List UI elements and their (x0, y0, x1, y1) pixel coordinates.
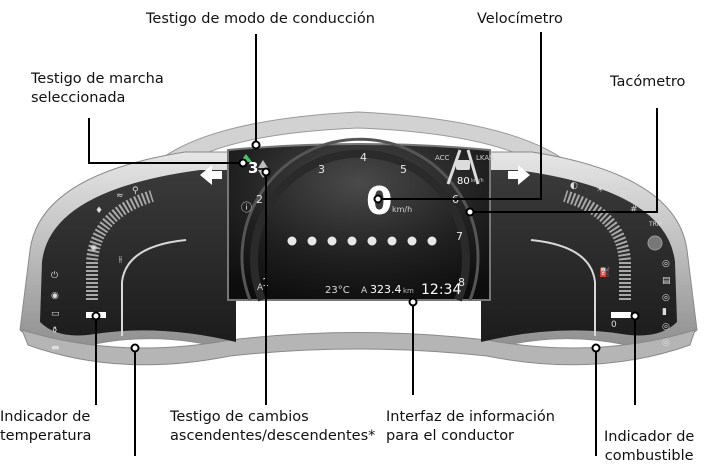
traction-off-icon: ♦ (95, 206, 103, 216)
temp-gauge-bar (86, 190, 154, 300)
fuel-needle (611, 312, 631, 318)
gear-indicator: 3 (248, 159, 258, 177)
tach-tick-2: 2 (256, 193, 263, 206)
label-speedometer: Velocímetro (477, 11, 563, 27)
speed-unit: km/h (392, 205, 412, 214)
fuel-icon: ⛽ (599, 266, 610, 278)
label-temperature: Indicador de temperatura (0, 408, 91, 446)
callout-gear (88, 118, 243, 164)
ring-icon-2: ◎ (662, 338, 670, 348)
label-temp-line2: temperatura (0, 428, 92, 444)
indicator-dot-row (287, 236, 437, 246)
tach-tick-3: 3 (318, 163, 325, 176)
label-fuel-line2: combustible (604, 448, 694, 464)
callout-dot-drive-mode (251, 140, 261, 150)
power-icon: ⏻ (51, 270, 58, 281)
callout-tachometer (470, 108, 658, 213)
skid-icon: ≈ (116, 191, 124, 201)
label-tachometer: Tacómetro (610, 74, 686, 90)
callout-dot-info (408, 297, 418, 307)
trip-unit: km (403, 287, 414, 295)
trip-knob-icon (647, 235, 663, 251)
seatbelt-icon: ⚲ (132, 186, 139, 196)
parking-light-icon: ☀ (596, 185, 604, 195)
label-shift: Testigo de cambios ascendentes/descenden… (170, 408, 375, 446)
brake-icon: ◉ (51, 291, 59, 301)
tach-arc-inner (250, 149, 470, 302)
label-gear-line1: Testigo de marcha (31, 71, 164, 87)
right-warning-icons: ◐ ☀ ≡ # ⛽ ◎ ▤ ◎ ▮ ◎ ◎ 0 TRIP (570, 181, 671, 348)
clock: 12:34 (421, 282, 461, 298)
label-fuel-line1: Indicador de (604, 429, 695, 445)
callout-dot-temp (91, 311, 101, 321)
fuel-gauge-bar (563, 190, 631, 300)
temp-icon: ⫲ (119, 255, 122, 265)
center-screen (227, 143, 491, 301)
car-icon (456, 160, 470, 170)
abs-icon: ◎ (662, 293, 670, 303)
ring-icon-1: ◎ (662, 322, 670, 332)
acc-indicator: ACC (435, 154, 450, 162)
label-drive-mode: Testigo de modo de conducción (146, 11, 375, 27)
callout-dot-tach (465, 207, 475, 217)
battery-icon: ▬ (51, 343, 60, 353)
lane-icon (446, 149, 480, 185)
callout-dot-shift (261, 167, 271, 177)
callout-dot-left-bottom (130, 343, 140, 353)
engine-icon: ▭ (51, 309, 60, 319)
label-info-line1: Interfaz de información (386, 409, 555, 425)
label-info: Interfaz de información para el conducto… (386, 408, 555, 446)
tpms-icon: ◎ (662, 259, 670, 269)
set-speed: 80 (457, 176, 470, 187)
callout-dot-right-bottom (591, 343, 601, 353)
label-gear: Testigo de marcha seleccionada (31, 70, 164, 108)
airbag-icon: ✺ (90, 244, 98, 254)
outside-temperature: 23°C (325, 285, 350, 296)
temp-gauge-arc (121, 239, 187, 336)
tach-tick-5: 5 (400, 163, 407, 176)
trip-label: A (361, 286, 368, 296)
brake-hold-icon: ▤ (662, 276, 671, 286)
tach-tick-7: 7 (456, 230, 463, 243)
tach-arc (240, 137, 480, 301)
tach-tick-4: 4 (360, 151, 367, 164)
gear-side-mark: A (257, 283, 264, 293)
callout-speedometer (378, 32, 542, 200)
oil-icon: ⚱ (51, 326, 59, 336)
callout-dot-speed (373, 194, 383, 204)
set-speed-unit: km/h (471, 178, 484, 184)
callout-lines (88, 32, 658, 456)
left-warning-icons: ♦ ≈ ⚲ ✺ ⏻ ◉ ▭ ⚱ ▬ ⫲ (51, 186, 139, 353)
high-beam-icon: ≡ (620, 189, 628, 199)
label-temp-line1: Indicador de (0, 409, 91, 425)
right-turn-arrow (508, 165, 530, 185)
label-fuel: Indicador de combustible (604, 428, 694, 466)
fuel-zero: 0 (611, 320, 617, 330)
label-gear-line2: seleccionada (31, 90, 126, 106)
door-icon: ▮ (662, 307, 667, 317)
headlight-icon: ◐ (570, 181, 578, 191)
label-info-line2: para el conductor (386, 428, 515, 444)
label-shift-line1: Testigo de cambios (170, 409, 309, 425)
upshift-arrow (258, 160, 268, 168)
callout-dots (91, 140, 640, 353)
callout-dot-fuel (630, 311, 640, 321)
info-icon: ⓘ (241, 201, 252, 214)
lkas-indicator: LKAS (476, 154, 494, 162)
trip-text: TRIP (648, 221, 663, 228)
fuel-gauge-arc (530, 239, 596, 336)
label-shift-line2: ascendentes/descendentes* (170, 428, 376, 444)
left-turn-arrow (200, 165, 222, 185)
fog-icon: # (630, 205, 638, 215)
trip-value: 323.4 (370, 283, 402, 296)
tach-tick-8: 8 (458, 276, 465, 289)
callout-dot-gear (238, 158, 248, 168)
